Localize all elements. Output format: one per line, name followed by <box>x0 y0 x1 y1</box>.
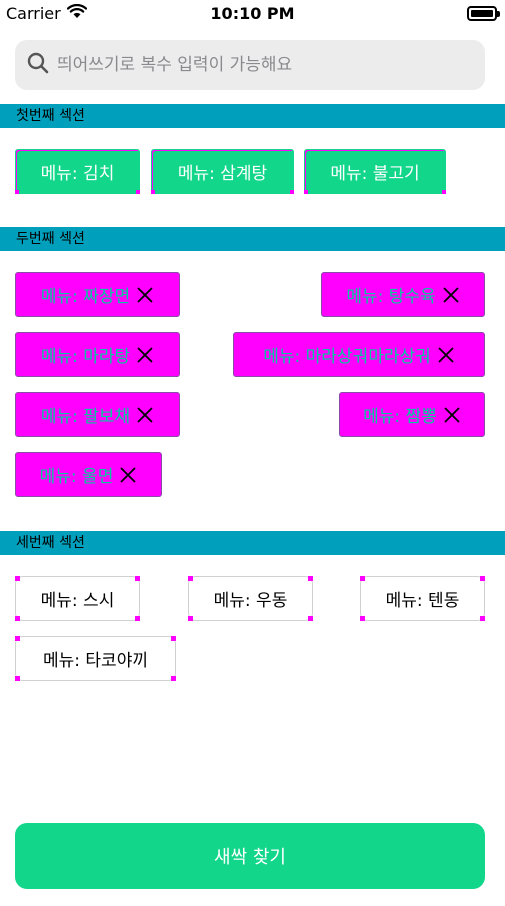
menu-chip-label: 메뉴: 타코야끼 <box>43 651 148 671</box>
menu-chip[interactable]: 메뉴: 스시 <box>15 576 140 621</box>
menu-chip-label: 메뉴: 스시 <box>40 591 115 611</box>
menu-chip-label: 메뉴: 울면 <box>39 467 114 487</box>
close-icon[interactable] <box>119 466 137 484</box>
close-icon[interactable] <box>136 346 154 364</box>
wifi-icon <box>66 3 87 23</box>
menu-chip-label: 메뉴: 짬뽕 <box>363 407 437 427</box>
menu-chip[interactable]: 메뉴: 김치 <box>15 149 140 194</box>
menu-chip[interactable]: 메뉴: 불고기 <box>304 149 446 194</box>
menu-chip-label: 메뉴: 텐동 <box>385 591 460 611</box>
section-header-second: 두번째 섹션 <box>0 227 505 251</box>
close-icon[interactable] <box>136 286 154 304</box>
section-header-first: 첫번째 섹션 <box>0 104 505 128</box>
menu-chip-label: 메뉴: 짜장면 <box>40 287 131 307</box>
menu-chip-label: 메뉴: 마라상궈마라상궈 <box>263 347 431 367</box>
status-left: Carrier <box>6 3 87 23</box>
section-header-third: 세번째 섹션 <box>0 531 505 555</box>
menu-chip-label: 메뉴: 마라탕 <box>40 347 131 367</box>
menu-chip-label: 메뉴: 팔보채 <box>40 407 131 427</box>
menu-chip-label: 메뉴: 탕수육 <box>346 287 436 307</box>
removable-menu-chip[interactable]: 메뉴: 마라상궈마라상궈 <box>233 332 485 377</box>
close-icon[interactable] <box>443 406 461 424</box>
removable-menu-chip[interactable]: 메뉴: 탕수육 <box>321 272 485 317</box>
close-icon[interactable] <box>442 286 460 304</box>
menu-chip-label: 메뉴: 삼계탕 <box>177 164 268 184</box>
status-time: 10:10 PM <box>210 4 295 23</box>
search-icon <box>27 52 49 78</box>
menu-chip[interactable]: 메뉴: 텐동 <box>360 576 485 621</box>
carrier-label: Carrier <box>6 4 61 23</box>
status-bar: Carrier 10:10 PM <box>0 0 505 28</box>
close-icon[interactable] <box>136 406 154 424</box>
menu-chip[interactable]: 메뉴: 타코야끼 <box>15 636 176 681</box>
menu-chip-label: 메뉴: 김치 <box>40 164 115 184</box>
removable-menu-chip[interactable]: 메뉴: 짬뽕 <box>339 392 485 437</box>
removable-menu-chip[interactable]: 메뉴: 마라탕 <box>15 332 180 377</box>
find-sesac-button[interactable]: 새싹 찾기 <box>15 823 485 889</box>
removable-menu-chip[interactable]: 메뉴: 팔보채 <box>15 392 180 437</box>
battery-icon <box>467 6 500 21</box>
search-input[interactable] <box>57 55 477 75</box>
search-bar[interactable] <box>15 40 485 90</box>
menu-chip-label: 메뉴: 불고기 <box>330 164 420 184</box>
removable-menu-chip[interactable]: 메뉴: 울면 <box>15 452 162 497</box>
menu-chip[interactable]: 메뉴: 우동 <box>188 576 313 621</box>
menu-chip-label: 메뉴: 우동 <box>213 591 288 611</box>
removable-menu-chip[interactable]: 메뉴: 짜장면 <box>15 272 180 317</box>
close-icon[interactable] <box>437 346 455 364</box>
menu-chip[interactable]: 메뉴: 삼계탕 <box>151 149 294 194</box>
